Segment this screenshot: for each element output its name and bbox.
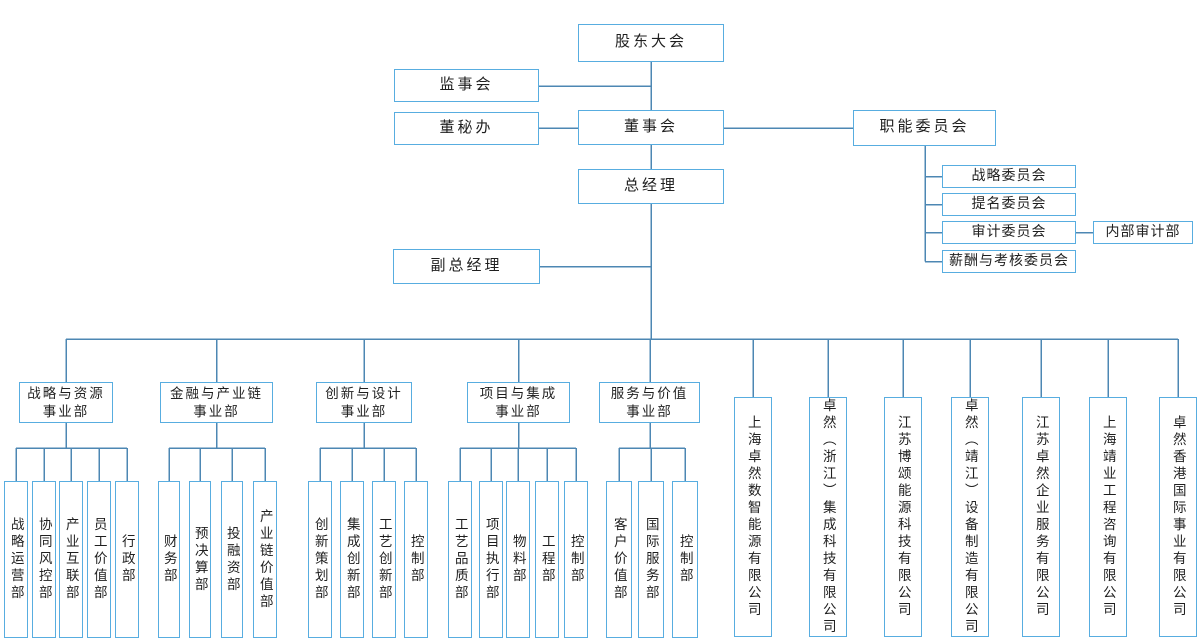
node-dept-innovation-planning: 创新策划部: [308, 481, 332, 638]
node-general-manager: 总经理: [578, 169, 724, 204]
node-division-strategy-resources: 战略与资源事业部: [19, 382, 113, 423]
node-committee-nomination: 提名委员会: [942, 193, 1076, 216]
node-functional-committees: 职能委员会: [853, 110, 996, 146]
node-dept-integrated-innovation: 集成创新部: [340, 481, 364, 638]
node-label: 卓然（浙江）集成科技有限公司: [820, 398, 836, 636]
node-label: 总经理: [623, 177, 678, 194]
node-label: 控制部: [568, 534, 584, 585]
node-label: 上海卓然数智能源有限公司: [745, 415, 761, 619]
node-label: 控制部: [408, 534, 424, 585]
node-label: 战略委员会: [971, 168, 1047, 184]
node-label: 项目与集成事业部: [479, 386, 558, 419]
node-dept-industry-interconnection: 产业互联部: [59, 481, 83, 638]
node-dept-control-5: 控制部: [672, 481, 698, 638]
node-subsidiary-shanghai-zhuoran-digital-energy: 上海卓然数智能源有限公司: [734, 397, 772, 637]
node-shareholders-meeting: 股东大会: [578, 24, 724, 62]
node-label: 项目执行部: [483, 517, 499, 602]
node-label: 创新与设计事业部: [325, 386, 403, 419]
node-label: 产业链价值部: [257, 508, 273, 611]
wire-committee-stem: [924, 146, 1093, 263]
node-dept-collaborative-risk-control: 协同风控部: [32, 481, 56, 638]
node-dept-administration: 行政部: [115, 481, 139, 638]
node-board-of-directors: 董事会: [578, 110, 724, 145]
node-label: 股东大会: [614, 34, 687, 51]
node-label: 工程部: [539, 534, 555, 585]
node-label: 江苏卓然企业服务有限公司: [1033, 415, 1049, 619]
node-committee-strategy: 战略委员会: [942, 165, 1076, 188]
node-label: 预决算部: [192, 525, 208, 594]
node-dept-industry-chain-value: 产业链价值部: [253, 481, 277, 638]
node-label: 财务部: [161, 534, 177, 585]
node-dept-strategy-operations: 战略运营部: [4, 481, 28, 638]
node-label: 江苏博颂能源科技有限公司: [895, 415, 911, 619]
node-label: 服务与价值事业部: [610, 386, 689, 419]
node-subsidiary-shanghai-jingye-engineering-consulting: 上海靖业工程咨询有限公司: [1089, 397, 1127, 637]
node-dept-investment-financing: 投融资部: [221, 481, 243, 638]
node-division-innovation-design: 创新与设计事业部: [316, 382, 412, 423]
node-subsidiary-jiangsu-bosong-energy-tech: 江苏博颂能源科技有限公司: [884, 397, 922, 637]
node-label: 董事会: [623, 118, 678, 135]
node-dept-control-3: 控制部: [404, 481, 428, 638]
node-label: 职能委员会: [879, 119, 970, 136]
node-label: 战略运营部: [8, 517, 24, 602]
wire-bracket-division-2: [168, 423, 266, 481]
node-dept-finance: 财务部: [158, 481, 180, 638]
node-committee-compensation-appraisal: 薪酬与考核委员会: [942, 250, 1076, 273]
node-dept-project-execution: 项目执行部: [479, 481, 503, 638]
node-label: 审计委员会: [971, 224, 1047, 240]
node-subsidiary-zhuoran-jingjiang-equipment: 卓然（靖江）设备制造有限公司: [951, 397, 989, 637]
node-label: 监事会: [439, 76, 494, 93]
node-label: 员工价值部: [91, 517, 107, 602]
node-label: 上海靖业工程咨询有限公司: [1100, 415, 1116, 619]
node-dept-engineering: 工程部: [535, 481, 559, 638]
wire-bracket-division-1: [15, 423, 128, 481]
node-dept-budget-settlement: 预决算部: [189, 481, 211, 638]
node-label: 物料部: [510, 534, 526, 585]
node-label: 产业互联部: [63, 517, 79, 602]
node-dept-materials: 物料部: [506, 481, 530, 638]
wire-bracket-division-5: [618, 423, 686, 481]
node-dept-control-4: 控制部: [564, 481, 588, 638]
node-dept-customer-value: 客户价值部: [606, 481, 632, 638]
node-label: 薪酬与考核委员会: [949, 253, 1069, 269]
node-label: 协同风控部: [36, 517, 52, 602]
node-label: 卓然（靖江）设备制造有限公司: [962, 398, 978, 636]
node-label: 内部审计部: [1105, 224, 1181, 240]
node-internal-audit-dept: 内部审计部: [1093, 221, 1193, 244]
node-label: 战略与资源事业部: [27, 386, 105, 419]
node-division-service-value: 服务与价值事业部: [599, 382, 700, 423]
node-dept-employee-value: 员工价值部: [87, 481, 111, 638]
wire-distribution-rail: [65, 338, 1179, 397]
node-label: 工艺创新部: [376, 517, 392, 602]
node-label: 卓然香港国际事业有限公司: [1170, 415, 1186, 619]
node-subsidiary-jiangsu-zhuoran-enterprise-service: 江苏卓然企业服务有限公司: [1022, 397, 1060, 637]
node-committee-audit: 审计委员会: [942, 221, 1076, 244]
node-label: 行政部: [119, 534, 135, 585]
node-division-finance-industry-chain: 金融与产业链事业部: [160, 382, 273, 423]
node-board-secretary-office: 董秘办: [394, 112, 539, 145]
node-label: 投融资部: [224, 525, 240, 594]
node-label: 控制部: [677, 534, 693, 585]
node-label: 客户价值部: [611, 517, 627, 602]
wire-bracket-division-3: [319, 423, 417, 481]
wire-side-links: [539, 85, 853, 268]
node-label: 集成创新部: [344, 517, 360, 602]
node-label: 提名委员会: [971, 196, 1047, 212]
node-label: 工艺品质部: [452, 517, 468, 602]
node-division-project-integration: 项目与集成事业部: [467, 382, 570, 423]
node-deputy-general-manager: 副总经理: [393, 249, 540, 284]
node-label: 副总经理: [430, 257, 503, 274]
node-label: 董秘办: [439, 119, 494, 136]
node-subsidiary-zhuoran-zhejiang-integration-tech: 卓然（浙江）集成科技有限公司: [809, 397, 847, 637]
node-supervisory-board: 监事会: [394, 69, 539, 102]
node-dept-international-service: 国际服务部: [638, 481, 664, 638]
node-dept-process-innovation: 工艺创新部: [372, 481, 396, 638]
node-label: 创新策划部: [312, 517, 328, 602]
node-dept-process-quality: 工艺品质部: [448, 481, 472, 638]
node-label: 金融与产业链事业部: [170, 386, 263, 419]
wire-bracket-division-4: [459, 423, 577, 481]
node-label: 国际服务部: [643, 517, 659, 602]
node-subsidiary-zhuoran-hongkong-international: 卓然香港国际事业有限公司: [1159, 397, 1197, 637]
